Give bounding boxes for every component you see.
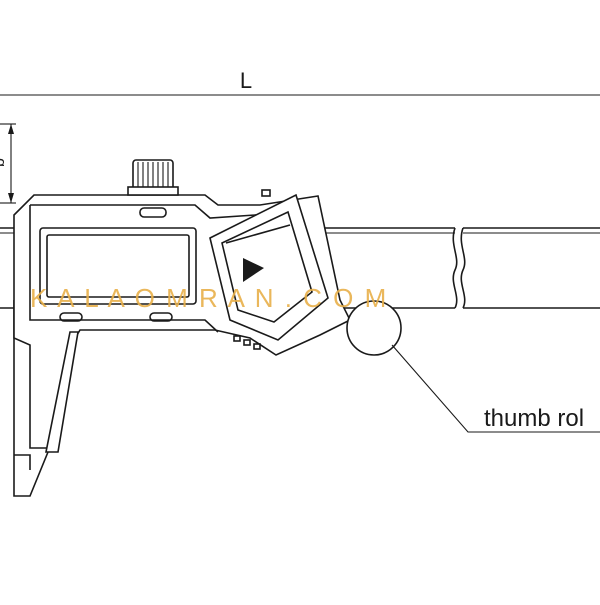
tooth <box>243 339 251 346</box>
button-slot-left <box>59 312 83 322</box>
lcd-screen <box>46 234 190 298</box>
length-dimension: L <box>0 68 600 96</box>
depth-dimension: b <box>0 123 16 204</box>
tooth <box>253 343 261 350</box>
depth-arrow-bottom <box>8 193 14 203</box>
thumb-roller-callout: thumb rol <box>391 344 600 433</box>
thumb-roller-wheel <box>346 300 402 356</box>
knob-base <box>127 186 179 196</box>
button-housing-outline <box>209 193 329 341</box>
play-triangle-icon <box>243 258 264 282</box>
beam-break-right <box>460 227 466 309</box>
sliding-jaw <box>45 331 79 453</box>
button-housing-bevel <box>225 224 291 244</box>
button-slot-right <box>149 312 173 322</box>
top-slot <box>139 207 167 218</box>
button-housing-inner <box>221 210 313 323</box>
thumb-roller <box>346 300 402 356</box>
callout-leader-line <box>391 344 600 433</box>
screw-head <box>261 189 271 197</box>
tooth <box>233 335 241 342</box>
callout-label: thumb rol <box>484 405 584 432</box>
fixed-jaw-tip-detail <box>14 454 31 470</box>
button-housing <box>209 193 329 350</box>
slider-inner-bevel-left <box>29 205 219 333</box>
depth-arrow-top <box>8 124 14 134</box>
length-label: L <box>240 68 252 93</box>
lcd-display <box>39 227 197 322</box>
depth-label: b <box>0 158 8 167</box>
watermark-text: K A L A O M R A N . C O M <box>30 283 388 313</box>
beam-break-left <box>452 227 458 309</box>
lcd-frame-outer <box>39 227 197 305</box>
